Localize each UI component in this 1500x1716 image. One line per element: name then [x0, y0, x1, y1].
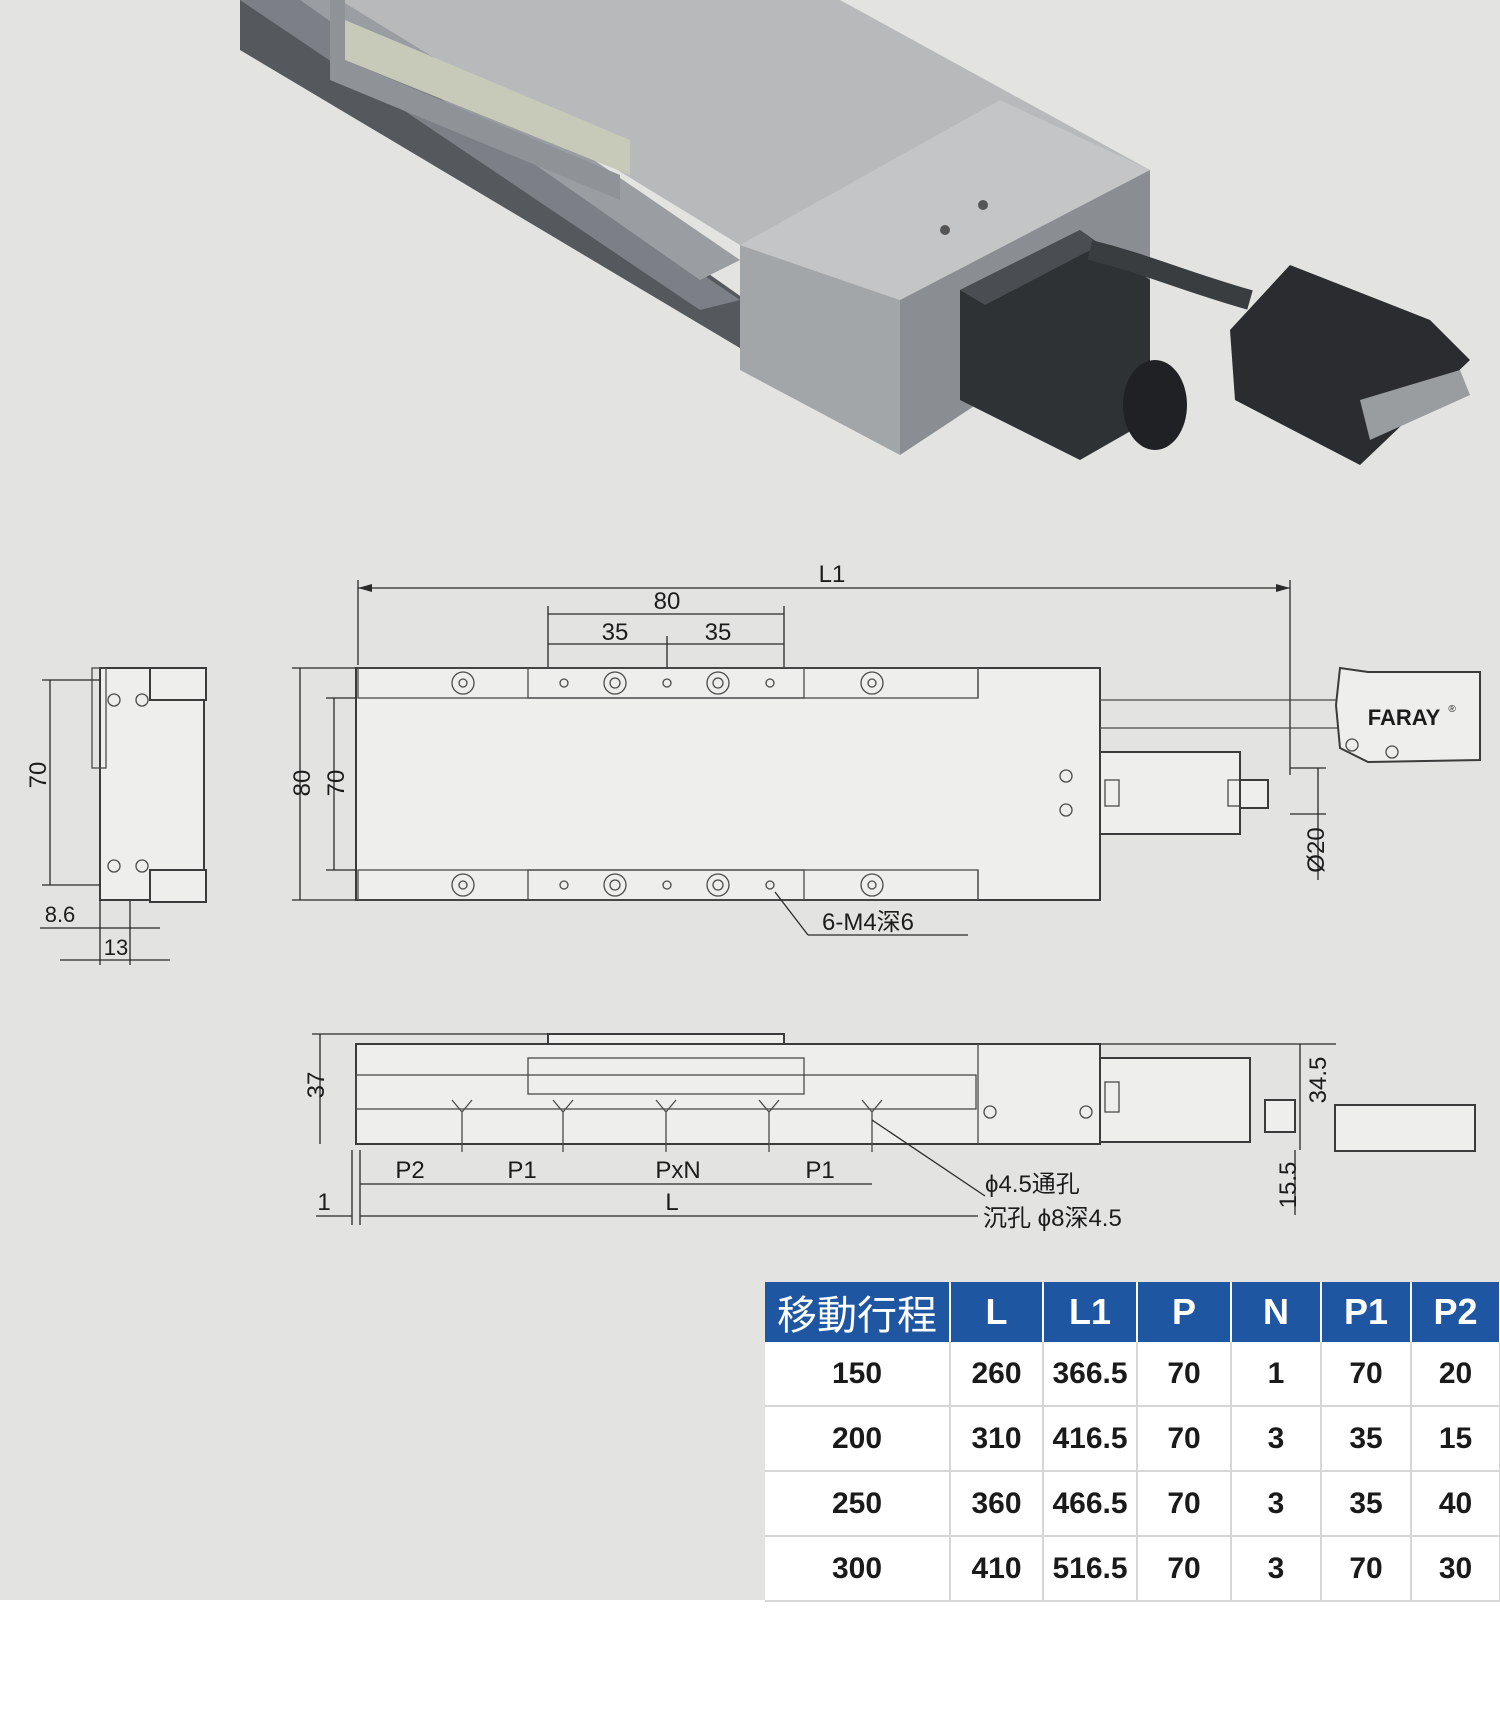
- header-P2: P2: [1411, 1282, 1500, 1342]
- table-cell: 70: [1137, 1536, 1232, 1602]
- spec-table-header: 移動行程 L L1 P N P1 P2: [765, 1282, 1500, 1342]
- top-view-body: [355, 667, 1101, 901]
- dim-80-height: 80: [289, 770, 316, 797]
- table-cell: 30: [1411, 1536, 1500, 1602]
- table-cell: 70: [1137, 1471, 1232, 1537]
- end-view-body: [99, 667, 205, 901]
- end-view: 70 8.6 13: [25, 667, 207, 965]
- hole-note-counterbore: 沉孔 ϕ8深4.5: [983, 1205, 1122, 1232]
- dim-8-6: 8.6: [45, 902, 76, 927]
- table-cell: 150: [765, 1342, 951, 1407]
- side-view-connector: [1334, 1104, 1476, 1152]
- table-row: 150 260 366.5 70 1 70 20: [765, 1342, 1500, 1407]
- dim-1: 1: [317, 1189, 330, 1216]
- table-cell: 20: [1411, 1342, 1500, 1407]
- table-cell: 40: [1411, 1471, 1500, 1537]
- side-view: 37 34.5 15.5 P2 P1 PxN P1 1 L ϕ4.5通孔 沉孔 …: [303, 1033, 1476, 1232]
- screw-icon: [978, 200, 988, 210]
- header-travel: 移動行程: [765, 1282, 951, 1342]
- dim-15-5: 15.5: [1275, 1162, 1302, 1209]
- dim-37: 37: [303, 1072, 330, 1099]
- header-P1: P1: [1321, 1282, 1412, 1342]
- stage-cable: [1087, 240, 1253, 310]
- top-view-motor: [1099, 751, 1241, 835]
- dim-P2: P2: [395, 1157, 424, 1184]
- header-P: P: [1137, 1282, 1232, 1342]
- table-cell: 416.5: [1043, 1406, 1138, 1472]
- table-cell: 15: [1411, 1406, 1500, 1472]
- dim-diameter-20: Ø20: [1303, 827, 1330, 872]
- dim-80: 80: [654, 588, 681, 615]
- hole-note-through: ϕ4.5通孔: [985, 1171, 1080, 1198]
- table-cell: 70: [1137, 1342, 1232, 1407]
- table-row: 200 310 416.5 70 3 35 15: [765, 1406, 1500, 1472]
- dim-34-5: 34.5: [1305, 1057, 1332, 1104]
- holes-note: 6-M4深6: [822, 909, 914, 936]
- table-cell: 70: [1321, 1536, 1412, 1602]
- dim-70-height: 70: [323, 770, 350, 797]
- table-cell: 250: [765, 1471, 951, 1537]
- connector-outline: [1334, 666, 1481, 764]
- product-drawing: L1 80 35 35: [25, 0, 1481, 1232]
- table-cell: 200: [765, 1406, 951, 1472]
- dim-35-left: 35: [602, 619, 629, 646]
- table-cell: 35: [1321, 1406, 1412, 1472]
- table-row: 250 360 466.5 70 3 35 40: [765, 1471, 1500, 1537]
- brand-label: FARAY: [1368, 705, 1441, 730]
- table-cell: 3: [1231, 1536, 1322, 1602]
- table-cell: 35: [1321, 1471, 1412, 1537]
- spec-table: 移動行程 L L1 P N P1 P2 150 260 366.5 70 1 7…: [765, 1282, 1500, 1602]
- stage-motor-face: [960, 230, 1100, 305]
- dim-end-70: 70: [25, 762, 52, 789]
- table-row: 300 410 516.5 70 3 70 30: [765, 1536, 1500, 1602]
- table-cell: 360: [950, 1471, 1044, 1537]
- header-L: L: [950, 1282, 1044, 1342]
- table-cell: 3: [1231, 1406, 1322, 1472]
- table-cell: 516.5: [1043, 1536, 1138, 1602]
- table-cell: 310: [950, 1406, 1044, 1472]
- table-cell: 300: [765, 1536, 951, 1602]
- screw-icon: [940, 225, 950, 235]
- stage-guide: [345, 20, 630, 175]
- dim-PxN: PxN: [655, 1157, 700, 1184]
- stage-knob-icon: [1123, 360, 1187, 450]
- dim-P1-right: P1: [805, 1157, 834, 1184]
- table-cell: 260: [950, 1342, 1044, 1407]
- header-N: N: [1231, 1282, 1322, 1342]
- dim-13: 13: [104, 935, 128, 960]
- table-cell: 1: [1231, 1342, 1322, 1407]
- dim-L1: L1: [819, 561, 846, 588]
- table-cell: 410: [950, 1536, 1044, 1602]
- stage-render: [240, 0, 1470, 465]
- side-view-motor: [1099, 1057, 1251, 1143]
- table-cell: 466.5: [1043, 1471, 1138, 1537]
- top-view: L1 80 35 35: [289, 561, 1481, 936]
- header-L1: L1: [1043, 1282, 1138, 1342]
- table-cell: 366.5: [1043, 1342, 1138, 1407]
- table-cell: 70: [1137, 1406, 1232, 1472]
- stage-connector: [1230, 265, 1470, 465]
- dim-P1-left: P1: [507, 1157, 536, 1184]
- brand-mark: ®: [1448, 704, 1456, 715]
- table-cell: 70: [1321, 1342, 1412, 1407]
- stage-connector-plug: [1360, 370, 1470, 440]
- dim-L: L: [665, 1189, 678, 1216]
- stage-end-side: [740, 245, 900, 455]
- stage-carriage-front: [330, 0, 620, 200]
- dim-35-right: 35: [705, 619, 732, 646]
- table-cell: 3: [1231, 1471, 1322, 1537]
- stage-end-top: [740, 100, 1150, 300]
